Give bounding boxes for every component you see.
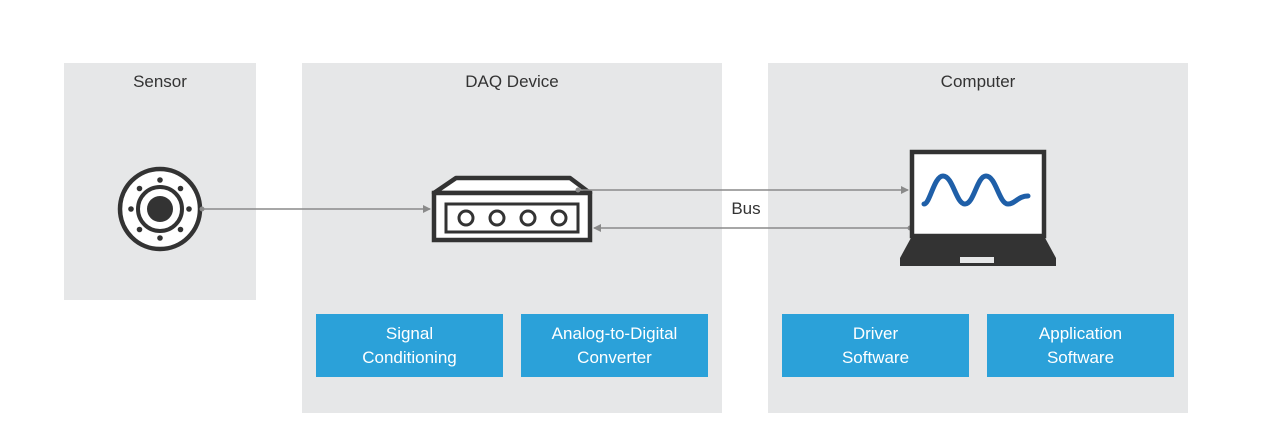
adc-module: Analog-to-Digital Converter — [521, 314, 708, 377]
driver-software-line2: Software — [841, 347, 910, 367]
adc-line1: Analog-to-Digital — [551, 323, 678, 343]
daq-device-panel-title: DAQ Device — [465, 72, 559, 91]
sensor-panel: Sensor — [64, 63, 256, 300]
daq-device-panel: DAQ Device Signal Conditioning Analog-to… — [302, 63, 722, 413]
application-software-line2: Software — [1046, 347, 1115, 367]
computer-panel-title: Computer — [940, 72, 1016, 91]
sensor-panel-title: Sensor — [133, 72, 187, 91]
application-software-line1: Application — [1038, 323, 1123, 343]
bus-label: Bus — [731, 199, 761, 218]
signal-conditioning-line1: Signal — [385, 323, 434, 343]
driver-software-module: Driver Software — [782, 314, 969, 377]
signal-conditioning-module: Signal Conditioning — [316, 314, 503, 377]
signal-conditioning-line2: Conditioning — [362, 347, 457, 367]
application-software-module: Application Software — [987, 314, 1174, 377]
adc-line2: Converter — [577, 347, 652, 367]
computer-panel: Computer Driver Software Application Sof… — [768, 63, 1188, 413]
driver-software-line1: Driver — [852, 323, 899, 343]
